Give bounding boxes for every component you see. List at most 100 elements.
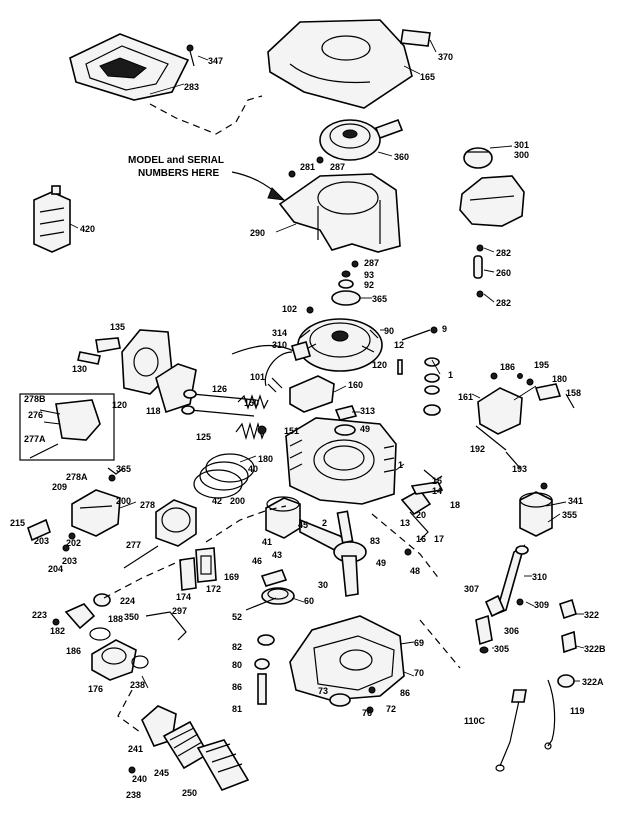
- throttle-control[interactable]: [477, 372, 562, 435]
- gasket-169: [195, 547, 217, 583]
- valve-135: [95, 337, 121, 353]
- flywheel-adapter-288: [331, 270, 361, 306]
- callout-192: 192: [470, 444, 485, 454]
- oil-bottle-icon: [33, 185, 71, 253]
- carburetor-bowl[interactable]: [64, 593, 137, 681]
- air-cleaner-cover[interactable]: [69, 33, 190, 101]
- air-filter-element-278[interactable]: [155, 499, 197, 547]
- callout-86: 86: [400, 688, 410, 698]
- callout-245: 245: [154, 768, 169, 778]
- seal-308: [484, 594, 506, 618]
- callout-161: 161: [458, 392, 473, 402]
- gasket-118: [155, 363, 197, 414]
- callout-9: 9: [442, 324, 447, 334]
- callout-83: 83: [370, 536, 380, 546]
- screw-72: [366, 706, 374, 714]
- wire-101: [267, 377, 283, 393]
- screw-287-lower: [351, 260, 359, 268]
- oil-sump[interactable]: [289, 615, 405, 701]
- flywheel-screen-cover[interactable]: [267, 19, 413, 109]
- part-322: [559, 598, 577, 620]
- callout-202: 202: [66, 538, 81, 548]
- callout-223: 223: [32, 610, 47, 620]
- callout-283: 283: [184, 82, 199, 92]
- fuel-cap[interactable]: [463, 147, 493, 169]
- clip-14: [410, 481, 444, 495]
- breather-313: [334, 405, 358, 421]
- callout-174: 174: [176, 592, 191, 602]
- callout-305: 305: [494, 644, 509, 654]
- callout-287a: 287: [330, 162, 345, 172]
- piston[interactable]: [265, 496, 301, 539]
- callout-labels: 347 283 370 165 360 281 287 290 420 301 …: [10, 52, 606, 800]
- callout-260: 260: [496, 268, 511, 278]
- alignment-gov: [371, 513, 441, 581]
- rewind-starter[interactable]: [319, 118, 404, 161]
- screw-86: [368, 686, 376, 694]
- fuel-pump[interactable]: [519, 482, 553, 537]
- callout-195: 195: [534, 360, 549, 370]
- valve-spring-upper: [237, 394, 269, 410]
- callout-52: 52: [232, 612, 242, 622]
- callout-420: 420: [80, 224, 95, 234]
- callout-41: 41: [262, 537, 272, 547]
- air-cleaner-base[interactable]: [71, 489, 121, 537]
- callout-49: 49: [376, 558, 386, 568]
- callout-92: 92: [364, 280, 374, 290]
- screw-9: [430, 326, 438, 334]
- callout-125: 125: [196, 432, 211, 442]
- fuel-tank[interactable]: [459, 175, 525, 227]
- callout-355: 355: [562, 510, 577, 520]
- bracket-20: [400, 488, 432, 516]
- oil-fill-tube[interactable]: [494, 544, 529, 616]
- intake-valve[interactable]: [181, 405, 255, 417]
- ignition-module[interactable]: [264, 351, 335, 413]
- callout-301: 301: [514, 140, 529, 150]
- callout-277A: 277A: [24, 434, 46, 444]
- callout-72: 72: [386, 704, 396, 714]
- callout-309: 309: [534, 600, 549, 610]
- cylinder-block-icon[interactable]: [285, 417, 397, 505]
- callout-102: 102: [282, 304, 297, 314]
- callout-93: 93: [364, 270, 374, 280]
- callout-250: 250: [182, 788, 197, 798]
- screw-281: [288, 170, 296, 178]
- callout-186b: 186: [66, 646, 81, 656]
- callout-82: 82: [232, 642, 242, 652]
- link-192: [475, 425, 521, 469]
- callout-120b: 120: [112, 400, 127, 410]
- callout-158: 158: [566, 388, 581, 398]
- callout-347: 347: [208, 56, 223, 66]
- callout-18: 18: [450, 500, 460, 510]
- callout-288: 365: [372, 294, 387, 304]
- leader-lines: [39, 39, 585, 689]
- screw-130: [77, 351, 101, 365]
- callout-238: 238: [130, 680, 145, 690]
- spring-15: [423, 469, 443, 481]
- callout-281: 281: [300, 162, 315, 172]
- fuel-line-260: [473, 244, 484, 298]
- callout-48: 48: [410, 566, 420, 576]
- callout-282b: 282: [496, 298, 511, 308]
- callout-135: 135: [110, 322, 125, 332]
- callout-306: 306: [504, 626, 519, 636]
- callout-322A: 322A: [582, 677, 604, 687]
- callout-86b: 86: [232, 682, 242, 692]
- callout-341: 341: [568, 496, 583, 506]
- callout-287b: 287: [364, 258, 379, 268]
- valve-spring-lower: [235, 421, 267, 441]
- callout-70: 70: [414, 668, 424, 678]
- callout-307: 307: [464, 584, 479, 594]
- filter-cartridge-250[interactable]: [196, 739, 250, 791]
- screw-202: [68, 532, 76, 540]
- callout-315: 310: [272, 340, 287, 350]
- grommet-306: [475, 614, 493, 646]
- part-322B: [561, 630, 577, 654]
- seal-73: [329, 693, 351, 707]
- callout-7: 1: [448, 370, 453, 380]
- callout-370: 370: [438, 52, 453, 62]
- crankshaft[interactable]: [333, 510, 367, 597]
- flywheel[interactable]: [297, 318, 383, 372]
- blower-housing[interactable]: [278, 173, 401, 253]
- o-ring-305: [479, 646, 489, 654]
